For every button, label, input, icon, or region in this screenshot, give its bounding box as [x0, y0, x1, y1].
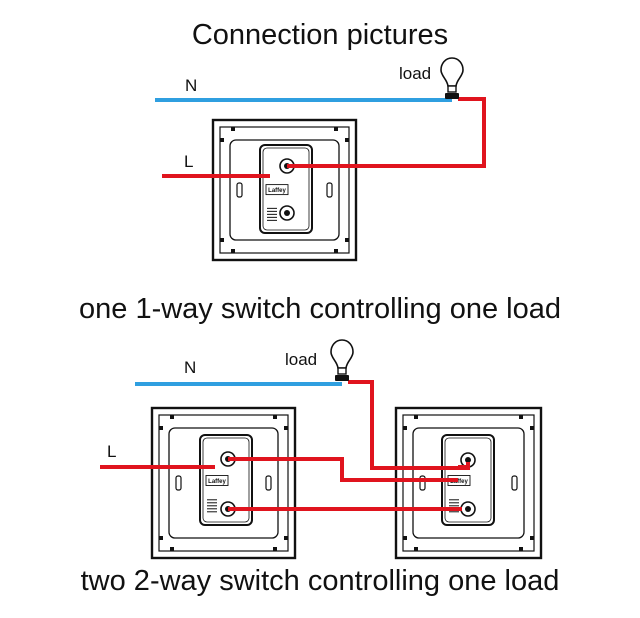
lightbulb-icon	[440, 57, 464, 99]
page-title: Connection pictures	[192, 19, 448, 51]
mounting-bracket	[412, 427, 525, 539]
load-wire	[287, 97, 486, 168]
plate-notch	[334, 249, 338, 253]
lightbulb-icon	[330, 339, 354, 381]
mounting-slot	[175, 475, 182, 491]
mounting-bracket	[168, 427, 279, 539]
switch-module-inner	[262, 147, 310, 231]
plate-notch	[220, 238, 224, 242]
switch-module-inner	[202, 437, 250, 523]
plate-notch	[403, 426, 407, 430]
plate-notch	[334, 127, 338, 131]
plate-inner-frame	[219, 126, 350, 254]
terminal-screw-center	[465, 506, 471, 512]
brand-label: Laffey	[268, 188, 286, 194]
mounting-slot	[326, 182, 333, 198]
plate-notch	[231, 249, 235, 253]
plate-notch	[159, 426, 163, 430]
brand-label-box	[205, 475, 229, 486]
neutral-label: N	[184, 358, 196, 377]
plate-notch	[284, 426, 288, 430]
switch-plate: Laffey	[211, 118, 358, 262]
plate-notch	[170, 415, 174, 419]
mounting-slot	[511, 475, 518, 491]
plate-notch	[284, 536, 288, 540]
plate-notch	[273, 415, 277, 419]
brand-label-box	[265, 184, 289, 196]
plate-notch	[519, 547, 523, 551]
plate-notch	[220, 138, 224, 142]
mounting-slot	[236, 182, 243, 198]
switch-plate-right: Laffey	[394, 406, 543, 560]
diagram-caption: two 2-way switch controlling one load	[81, 565, 560, 597]
plate-inner-frame	[158, 414, 289, 552]
plate-inner-frame	[402, 414, 535, 552]
brand-label: Laffey	[208, 479, 226, 485]
diagram-caption: one 1-way switch controlling one load	[79, 293, 561, 325]
plate-notch	[231, 127, 235, 131]
mounting-bracket	[229, 139, 340, 241]
brand-label: Laffey	[450, 479, 468, 485]
traveller-wire	[228, 457, 458, 482]
switch-plate-left: Laffey	[150, 406, 297, 560]
diagram-two-way: Laffey Laffey N L load two 2-way switch …	[81, 339, 560, 597]
plate-notch	[530, 536, 534, 540]
terminal-screw-center	[284, 210, 290, 216]
load-label: load	[285, 350, 317, 369]
plate-notch	[414, 547, 418, 551]
load-label: load	[399, 64, 431, 83]
diagram-one-way: Laffey N L load one 1-way switch control…	[79, 57, 561, 325]
plate-notch	[403, 536, 407, 540]
live-label: L	[184, 152, 193, 171]
plate-notch	[159, 536, 163, 540]
plate-notch	[170, 547, 174, 551]
plate-notch	[273, 547, 277, 551]
neutral-label: N	[185, 76, 197, 95]
live-label: L	[107, 442, 116, 461]
terminal-screw-center	[465, 457, 471, 463]
plate-notch	[345, 138, 349, 142]
plate-notch	[519, 415, 523, 419]
mounting-slot	[265, 475, 272, 491]
plate-notch	[530, 426, 534, 430]
plate-notch	[414, 415, 418, 419]
plate-notch	[345, 238, 349, 242]
mounting-slot	[419, 475, 426, 491]
